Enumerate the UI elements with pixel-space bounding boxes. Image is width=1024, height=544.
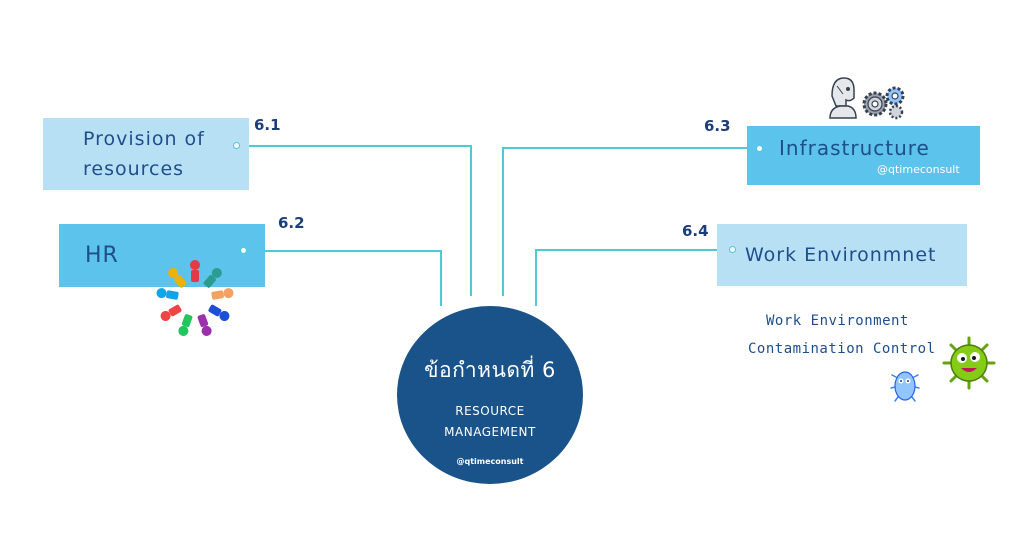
infrastructure-label: Infrastructure: [779, 136, 930, 160]
provision-of-resources-box[interactable]: Provision of resources: [43, 118, 249, 190]
connector-6-2: [244, 250, 442, 306]
provision-line-1: Provision of: [83, 128, 205, 150]
note-contamination-control: Contamination Control: [748, 341, 936, 357]
work-environment-box[interactable]: Work Environmnet: [717, 224, 967, 286]
connector-6-1: [240, 145, 472, 296]
robot-head-icon: [829, 77, 857, 119]
connector-dot-6-2: [240, 247, 247, 254]
connector-dot-6-4: [729, 246, 736, 253]
branch-number-6-3: 6.3: [704, 117, 731, 135]
branch-number-6-1: 6.1: [254, 116, 281, 134]
hr-box[interactable]: HR: [59, 224, 265, 287]
branch-number-6-4: 6.4: [682, 222, 709, 240]
infrastructure-box[interactable]: Infrastructure: [747, 126, 980, 185]
center-handle: @qtimeconsult: [456, 457, 524, 466]
bacteria-icon: [890, 371, 920, 402]
connector-6-3: [502, 147, 758, 296]
note-work-environment: Work Environment: [766, 313, 909, 329]
connector-dot-6-3: [756, 145, 763, 152]
work-environment-label: Work Environmnet: [745, 244, 937, 266]
gears-icon: [862, 86, 905, 120]
germ-icon: [942, 336, 996, 390]
connector-6-4: [535, 249, 733, 306]
branch-number-6-2: 6.2: [278, 214, 305, 232]
center-subtitle-line-2: MANAGEMENT: [444, 425, 536, 439]
people-circle-icon: [156, 260, 234, 336]
connector-dot-6-1: [233, 142, 240, 149]
provision-line-2: resources: [83, 158, 185, 180]
center-subtitle: RESOURCE MANAGEMENT: [444, 401, 536, 443]
center-subtitle-line-1: RESOURCE: [455, 404, 525, 418]
center-title: ข้อกำหนดที่ 6: [424, 358, 556, 382]
hr-label: HR: [85, 243, 119, 268]
center-topic[interactable]: ข้อกำหนดที่ 6 RESOURCE MANAGEMENT @qtime…: [397, 306, 583, 484]
infrastructure-handle: @qtimeconsult: [877, 163, 960, 176]
